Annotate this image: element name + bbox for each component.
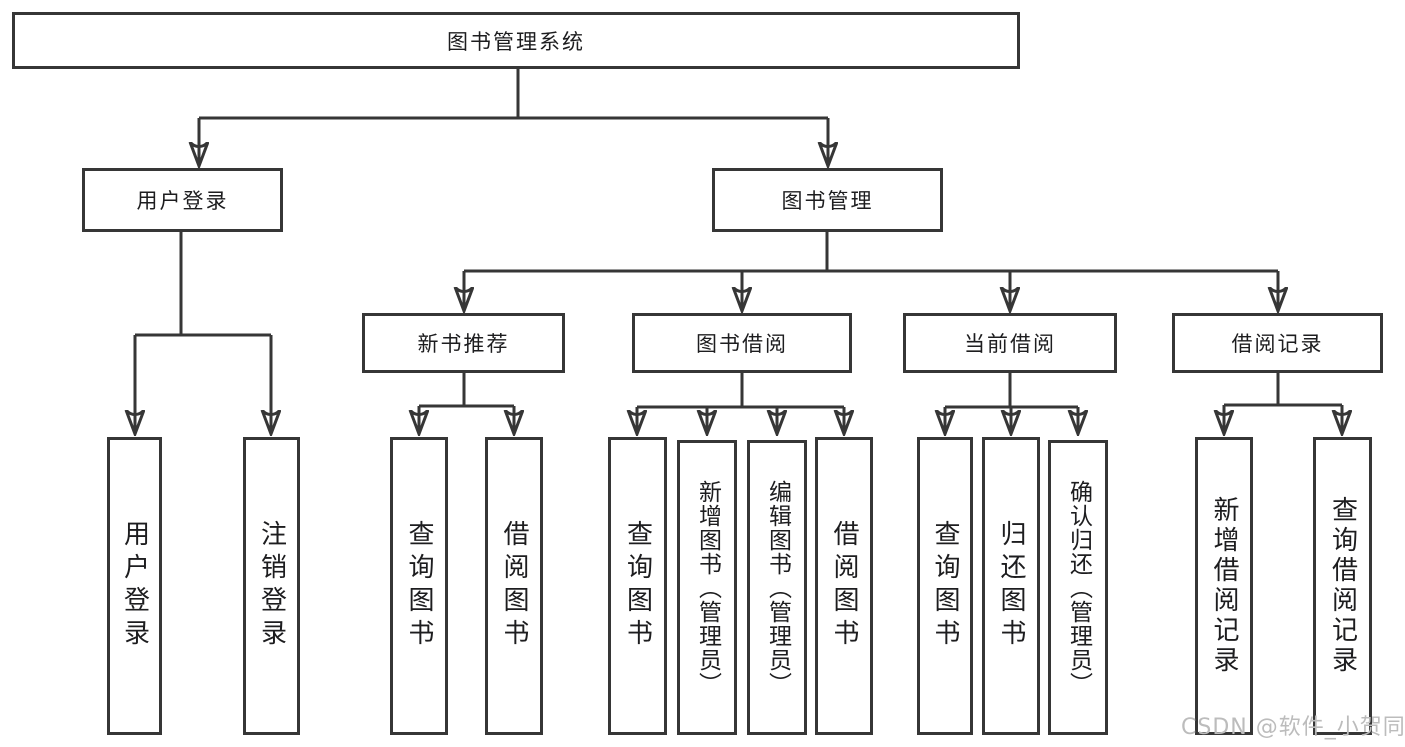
connector-book-mgmt-to-level3 <box>464 232 1278 311</box>
node-borrow-record-label: 借阅记录 <box>1231 332 1324 356</box>
leaf-bb-borrow-book-label: 借阅图书 <box>829 520 859 652</box>
node-book-mgmt: 图书管理 <box>712 168 943 232</box>
leaf-bb-borrow-book: 借阅图书 <box>815 437 873 735</box>
csdn-watermark: CSDN @软件_小贺同学 <box>1181 715 1405 740</box>
leaf-rec-borrow-book: 借阅图书 <box>485 437 543 735</box>
leaf-user-login-label: 用户登录 <box>119 520 150 652</box>
leaf-user-login: 用户登录 <box>107 437 162 735</box>
connector-current-borrow-to-leaves <box>945 373 1078 434</box>
node-root: 图书管理系统 <box>12 12 1020 69</box>
leaf-rec-borrow-book-label: 借阅图书 <box>499 520 529 652</box>
leaf-rec-query-book-label: 查询图书 <box>404 520 434 652</box>
connector-book-borrow-to-leaves <box>637 373 844 434</box>
leaf-cb-return-book: 归还图书 <box>982 437 1040 735</box>
leaf-rec-query-book: 查询图书 <box>390 437 448 735</box>
connector-new-book-rec-to-leaves <box>419 373 514 434</box>
leaf-bb-add-book-label: 新增图书（管理员） <box>694 479 721 696</box>
connector-user-login-to-leaves <box>135 232 271 434</box>
leaf-bb-query-book-label: 查询图书 <box>622 520 653 652</box>
leaf-logout-label: 注销登录 <box>256 520 287 652</box>
leaf-bb-edit-book: 编辑图书（管理员） <box>747 440 807 735</box>
leaf-bb-query-book: 查询图书 <box>608 437 667 735</box>
connector-borrow-record-to-leaves <box>1224 373 1342 434</box>
node-current-borrow-label: 当前借阅 <box>964 332 1056 356</box>
node-book-borrow: 图书借阅 <box>632 313 852 373</box>
leaf-br-query-record-label: 查询借阅记录 <box>1327 496 1358 676</box>
node-user-login-label: 用户登录 <box>136 189 229 213</box>
node-user-login: 用户登录 <box>82 168 283 232</box>
leaf-cb-confirm-return: 确认归还（管理员） <box>1048 440 1108 735</box>
leaf-bb-add-book: 新增图书（管理员） <box>677 440 737 735</box>
node-book-borrow-label: 图书借阅 <box>696 332 788 356</box>
node-root-label: 图书管理系统 <box>447 29 585 54</box>
leaf-br-query-record: 查询借阅记录 <box>1313 437 1372 735</box>
connector-root-to-level2 <box>199 68 828 166</box>
leaf-cb-query-book: 查询图书 <box>917 437 973 735</box>
leaf-cb-confirm-return-label: 确认归还（管理员） <box>1065 479 1092 696</box>
leaf-bb-edit-book-label: 编辑图书（管理员） <box>764 479 791 696</box>
node-borrow-record: 借阅记录 <box>1172 313 1383 373</box>
leaf-cb-return-book-label: 归还图书 <box>996 520 1026 652</box>
node-new-book-rec-label: 新书推荐 <box>417 332 510 356</box>
leaf-cb-query-book-label: 查询图书 <box>930 520 960 652</box>
leaf-logout: 注销登录 <box>243 437 300 735</box>
node-new-book-rec: 新书推荐 <box>362 313 565 373</box>
node-current-borrow: 当前借阅 <box>903 313 1117 373</box>
leaf-br-add-record: 新增借阅记录 <box>1195 437 1253 735</box>
leaf-br-add-record-label: 新增借阅记录 <box>1209 496 1239 676</box>
node-book-mgmt-label: 图书管理 <box>781 189 874 213</box>
